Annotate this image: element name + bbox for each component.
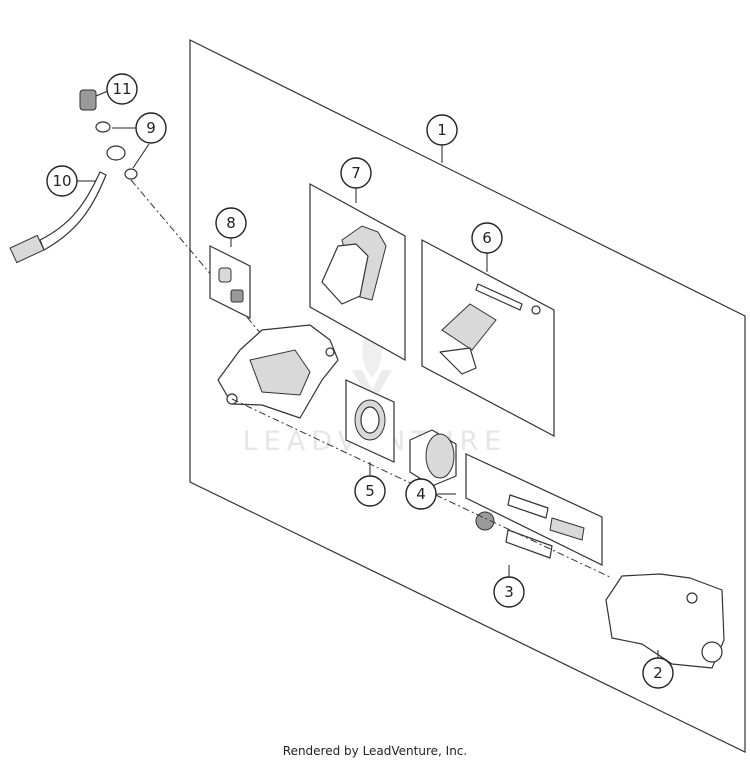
caliper-body: [217, 324, 339, 419]
callout-6: 6: [471, 222, 503, 254]
hose-fitting: [9, 234, 45, 264]
brake-hose: [39, 171, 107, 251]
brake-pad-front: [321, 243, 369, 305]
callout-4-label: 4: [416, 485, 426, 503]
callout-5-label: 5: [365, 482, 375, 500]
callout-10: 10: [46, 165, 78, 197]
caliper-bracket: [605, 573, 725, 669]
pins-spring-panel: [421, 239, 555, 437]
pad-retainer: [439, 347, 477, 375]
pins-spring-panel-box: [421, 239, 555, 437]
leader-11: [95, 90, 109, 97]
callout-10-label: 10: [52, 172, 71, 190]
pad-pin: [475, 283, 523, 311]
brake-pads-panel: [309, 182, 406, 362]
callout-8-label: 8: [226, 214, 236, 232]
slide-pin-lower: [505, 529, 553, 559]
slide-pins-panel: [465, 453, 603, 566]
pin-clip: [531, 305, 541, 315]
callout-7: 7: [340, 157, 372, 189]
bracket-hole: [701, 641, 723, 663]
callout-7-label: 7: [351, 164, 361, 182]
callout-4: 4: [405, 478, 437, 510]
caliper-piston-housing: [249, 349, 311, 396]
brake-line-group: [9, 89, 263, 336]
slide-sleeve: [549, 517, 585, 541]
callout-9: 9: [135, 112, 167, 144]
washer-upper: [95, 121, 111, 133]
washer-lower: [124, 168, 138, 180]
callout-3: 3: [493, 576, 525, 608]
bleeder-valve: [230, 289, 244, 303]
callout-1: 1: [426, 114, 458, 146]
piston-face: [425, 433, 455, 479]
callout-2-label: 2: [653, 664, 663, 682]
piston: [409, 429, 457, 487]
callout-5: 5: [354, 475, 386, 507]
pad-spring: [441, 303, 497, 351]
bleeder-cap: [218, 267, 232, 283]
bracket-mount-hole: [686, 592, 698, 604]
leader-lines: [77, 90, 659, 660]
watermark-v-icon: [352, 370, 392, 405]
leader-9-b: [132, 143, 150, 169]
callout-11: 11: [106, 73, 138, 105]
callout-6-label: 6: [482, 229, 492, 247]
bleeder-panel: [209, 245, 251, 319]
callout-8: 8: [215, 207, 247, 239]
callout-2: 2: [642, 657, 674, 689]
dust-seal-inner: [360, 406, 380, 434]
callout-11-label: 11: [112, 80, 131, 98]
slide-pin-upper: [507, 494, 549, 519]
caliper-pin-hole: [325, 347, 335, 357]
callout-9-label: 9: [146, 119, 156, 137]
bleed-screw: [79, 89, 97, 111]
callout-3-label: 3: [504, 583, 514, 601]
banjo-eye: [106, 145, 126, 161]
seal-panel: [345, 379, 395, 463]
footer-credit: Rendered by LeadVenture, Inc.: [282, 744, 468, 758]
callout-1-label: 1: [437, 121, 447, 139]
